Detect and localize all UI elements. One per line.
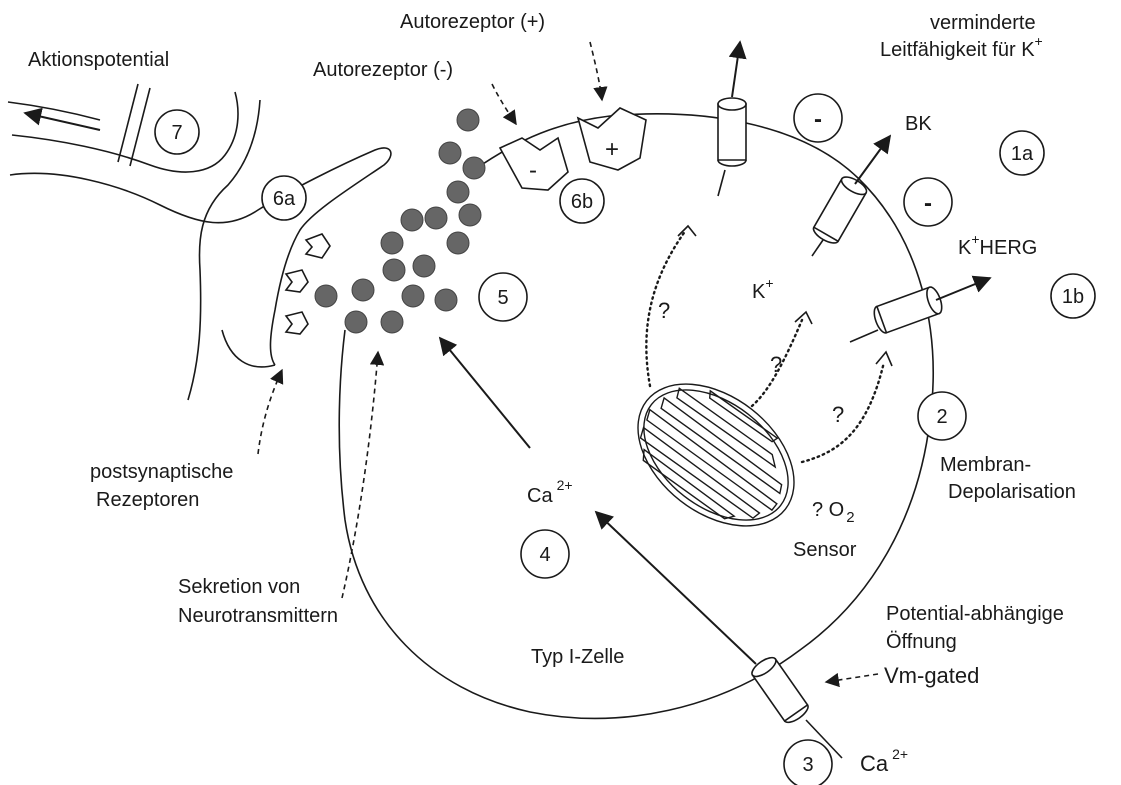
autoreceptor-plus: + xyxy=(578,108,646,170)
step-3: 3 xyxy=(784,740,832,785)
mito-arrowhead-mid xyxy=(795,312,812,324)
ca-influx-arrow xyxy=(596,512,756,664)
vesicles xyxy=(315,109,485,333)
svg-text:7: 7 xyxy=(171,122,182,144)
label-neurotransmitter: Neurotransmittern xyxy=(178,605,338,627)
svg-text:6a: 6a xyxy=(273,188,296,210)
svg-text:2: 2 xyxy=(936,406,947,428)
question-2: ? xyxy=(770,352,782,377)
mito-arrowhead-low xyxy=(876,352,892,366)
step-1a: 1a xyxy=(1000,131,1044,175)
sekretion-pointer xyxy=(342,352,378,598)
label-leitfaehigkeit: Leitfähigkeit für K+ xyxy=(880,33,1043,61)
label-vm-gated: Vm-gated xyxy=(884,663,979,688)
label-oeffnung: Öffnung xyxy=(886,631,957,653)
step-6b: 6b xyxy=(560,179,604,223)
bk-arrow xyxy=(855,136,890,184)
label-sensor: Sensor xyxy=(793,539,857,561)
ca-channel xyxy=(749,654,811,726)
svg-text:1a: 1a xyxy=(1011,143,1034,165)
autoreceptor-minus-sign: - xyxy=(529,157,537,184)
step-6a: 6a xyxy=(262,176,306,220)
bk-channel xyxy=(811,174,869,247)
aktionspotential-arrow xyxy=(25,113,100,130)
herg-channel xyxy=(871,285,944,335)
vm-gated-pointer xyxy=(826,674,878,682)
ap-hash-2 xyxy=(130,88,150,166)
svg-text:6b: 6b xyxy=(571,191,593,213)
label-membran: Membran- xyxy=(940,454,1031,476)
label-postsynaptische: postsynaptische xyxy=(90,461,233,483)
postsynaptic-pointer xyxy=(258,370,282,454)
mitochondrion xyxy=(611,355,821,555)
svg-text:1b: 1b xyxy=(1062,286,1084,308)
mito-arrowhead-top xyxy=(678,226,696,236)
label-k-plus: K+ xyxy=(752,275,774,303)
minus-circle-right: - xyxy=(904,178,952,226)
question-3: ? xyxy=(832,402,844,427)
autoreceptor-plus-sign: + xyxy=(605,136,619,163)
label-verminderte: verminderte xyxy=(930,12,1036,34)
nerve-terminal xyxy=(8,92,391,400)
label-rezeptoren: Rezeptoren xyxy=(96,489,199,511)
minus-circle-top: - xyxy=(794,94,842,142)
bk-stalk xyxy=(812,240,823,256)
label-sekretion: Sekretion von xyxy=(178,576,300,598)
step-4: 4 xyxy=(521,530,569,578)
postsynaptic-receptors xyxy=(286,234,330,334)
label-aktionspotential: Aktionspotential xyxy=(28,49,169,71)
k-channel-top xyxy=(718,42,746,196)
svg-text:5: 5 xyxy=(497,287,508,309)
step-5: 5 xyxy=(479,273,527,321)
ap-hash-1 xyxy=(118,84,138,162)
label-autorezeptor-plus: Autorezeptor (+) xyxy=(400,11,545,33)
question-1: ? xyxy=(658,298,670,323)
step-2: 2 xyxy=(918,392,966,440)
step-7: 7 xyxy=(155,110,199,154)
svg-text:4: 4 xyxy=(539,544,550,566)
autorezeptor-plus-pointer xyxy=(590,42,602,100)
step-1b: 1b xyxy=(1051,274,1095,318)
label-depolarisation: Depolarisation xyxy=(948,481,1076,503)
label-potential-abh: Potential-abhängige xyxy=(886,603,1064,625)
label-kherg: K+HERG xyxy=(958,231,1037,259)
ca-to-vesicle-arrow xyxy=(440,338,530,448)
svg-text:3: 3 xyxy=(802,754,813,776)
label-bk: BK xyxy=(905,113,932,135)
autorezeptor-minus-pointer xyxy=(492,84,516,124)
svg-text:-: - xyxy=(814,106,822,133)
herg-stalk xyxy=(850,330,878,342)
herg-arrow xyxy=(936,278,990,300)
label-autorezeptor-minus: Autorezeptor (-) xyxy=(313,59,453,81)
autoreceptor-minus: - xyxy=(500,138,568,190)
svg-text:-: - xyxy=(924,190,932,217)
label-typ1-zelle: Typ I-Zelle xyxy=(531,646,624,668)
